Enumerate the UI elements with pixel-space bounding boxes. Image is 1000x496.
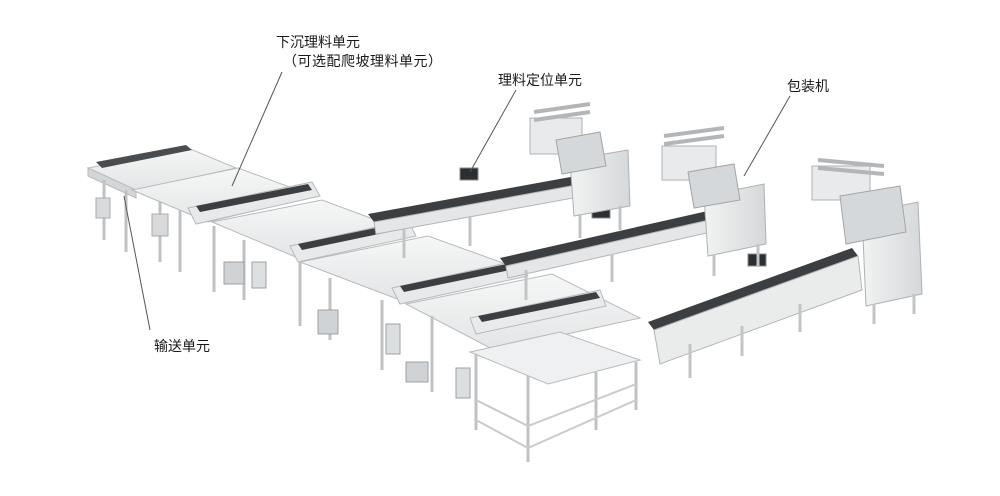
sink-sorting-unit-option-label: （可选配爬坡理料单元） — [283, 54, 443, 70]
conveyor-unit-label: 输送单元 — [154, 339, 210, 355]
leader-lines — [123, 71, 791, 331]
sink-sorting-unit-label: 下沉理料单元 — [276, 35, 360, 51]
infeed-conveyors-graphic — [368, 167, 863, 378]
sink-sorting-unit-graphic — [130, 167, 642, 462]
packaging-machines-graphic — [529, 102, 923, 324]
positioning-unit-label: 理料定位单元 — [498, 73, 582, 89]
conveyor-unit-graphic — [86, 145, 238, 272]
packaging-machine-label: 包装机 — [787, 79, 829, 95]
